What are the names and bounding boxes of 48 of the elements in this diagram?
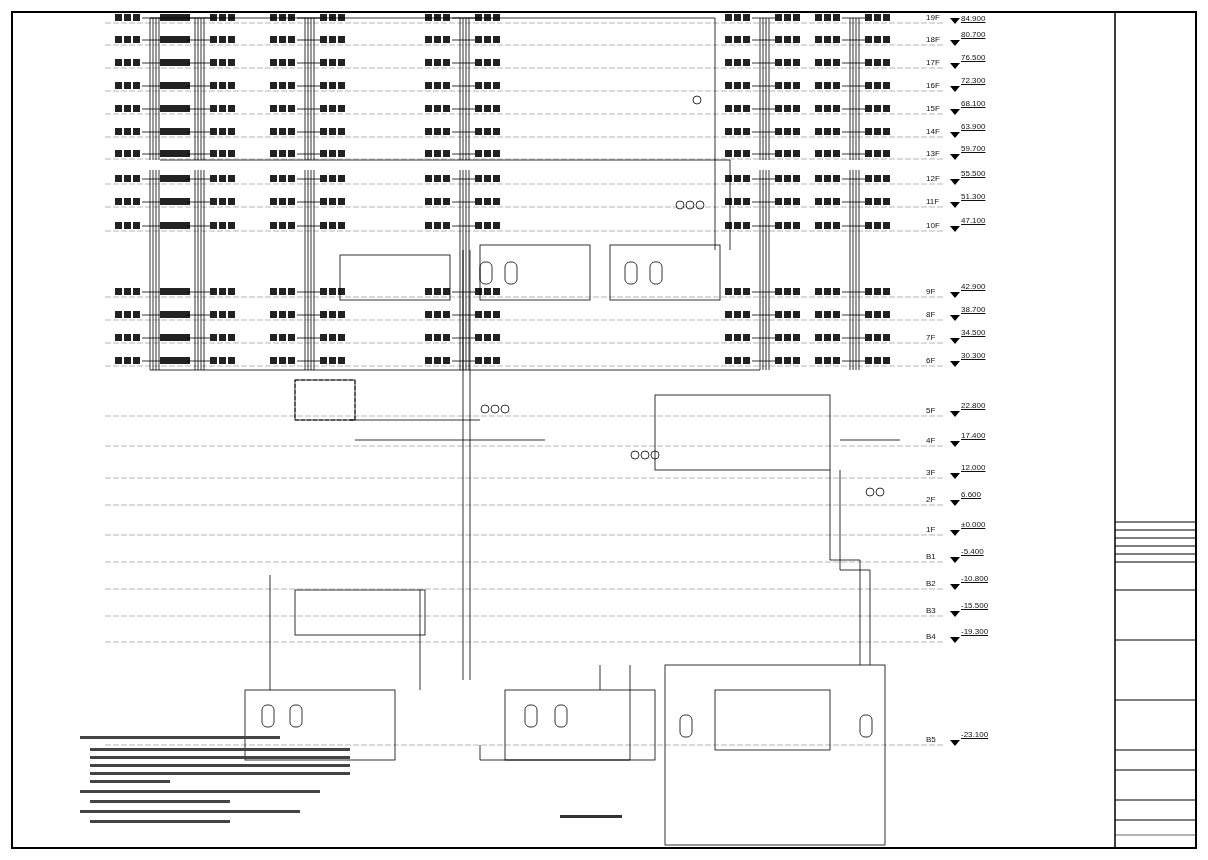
elevation-label: 68.100 — [961, 100, 986, 108]
floor-label: 12F — [926, 175, 940, 183]
floor-label: 1F — [926, 526, 936, 534]
floor-label: 16F — [926, 82, 940, 90]
elevation-label: -10.800 — [961, 575, 989, 583]
elevation-label: 34.500 — [961, 329, 986, 337]
floor-label: 15F — [926, 105, 940, 113]
elevation-label: ±0.000 — [961, 521, 986, 529]
elevation-label: 63.900 — [961, 123, 986, 131]
floor-label: 7F — [926, 334, 936, 342]
floor-label: B1 — [926, 553, 936, 561]
elevation-label: 6.600 — [961, 491, 982, 499]
floor-label: 2F — [926, 496, 936, 504]
floor-label: B3 — [926, 607, 936, 615]
elevation-label: 84.900 — [961, 15, 986, 23]
elevation-label: 55.500 — [961, 170, 986, 178]
floor-label: 6F — [926, 357, 936, 365]
elevation-label: 22.800 — [961, 402, 986, 410]
elevation-label: 42.900 — [961, 283, 986, 291]
floor-label: 11F — [926, 198, 940, 206]
elevation-label: 76.500 — [961, 54, 986, 62]
elevation-label: 51.300 — [961, 193, 986, 201]
floor-label: B2 — [926, 580, 936, 588]
elevation-label: 12.000 — [961, 464, 986, 472]
floor-label: B5 — [926, 736, 936, 744]
floor-label: 13F — [926, 150, 940, 158]
elevation-label: 30.300 — [961, 352, 986, 360]
elevation-label: -15.500 — [961, 602, 989, 610]
floor-label: 18F — [926, 36, 940, 44]
floor-label: 17F — [926, 59, 940, 67]
floor-label: 10F — [926, 222, 940, 230]
floor-label: 8F — [926, 311, 936, 319]
elevation-label: 80.700 — [961, 31, 986, 39]
elevation-label: -5.400 — [961, 548, 984, 556]
floor-label: 5F — [926, 407, 936, 415]
elevation-label: 72.300 — [961, 77, 986, 85]
floor-label: 3F — [926, 469, 936, 477]
elevation-label: 47.100 — [961, 217, 986, 225]
floor-label: 4F — [926, 437, 936, 445]
floor-label: B4 — [926, 633, 936, 641]
floor-label: 14F — [926, 128, 940, 136]
floor-label: 19F — [926, 14, 940, 22]
elevation-label: -23.100 — [961, 731, 989, 739]
floor-label: 9F — [926, 288, 936, 296]
elevation-label: 59.700 — [961, 145, 986, 153]
elevation-label: 17.400 — [961, 432, 986, 440]
elevation-label: 38.700 — [961, 306, 986, 314]
elevation-label: -19.300 — [961, 628, 989, 636]
